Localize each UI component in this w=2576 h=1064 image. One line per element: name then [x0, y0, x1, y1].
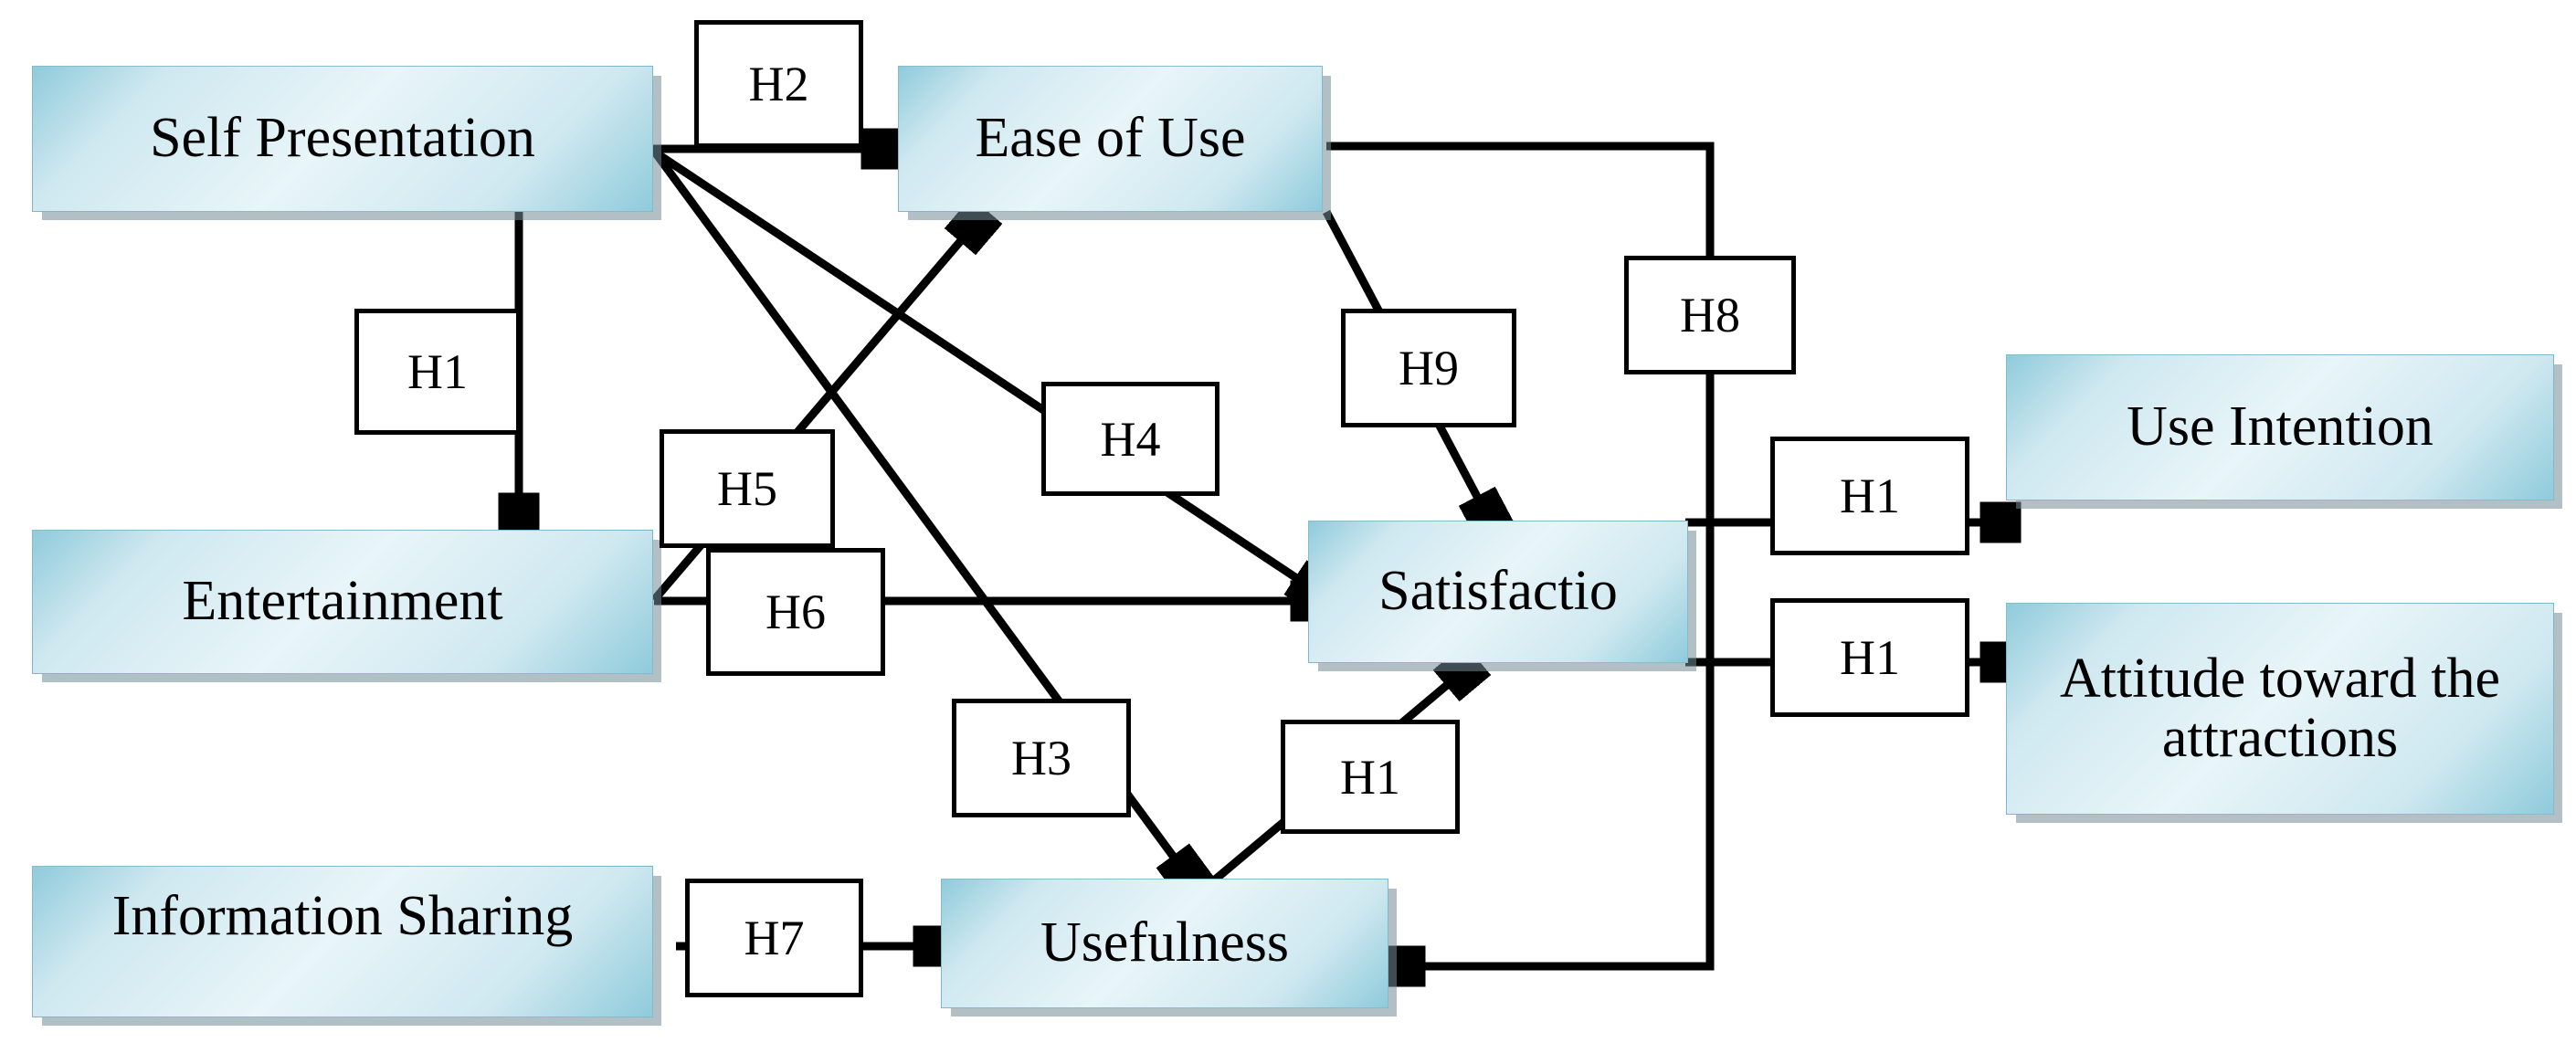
node-label-use-intention: Use Intention: [2127, 395, 2433, 458]
hypothesis-label-h2: H2: [748, 57, 809, 111]
hypothesis-label-h1-entertainment: H1: [407, 344, 468, 399]
node-ease-of-use[interactable]: Ease of Use: [898, 66, 1323, 212]
node-label-attitude: Attitude toward the attractions: [2059, 647, 2501, 769]
hypothesis-label-h1-usefulness-satisfaction: H1: [1340, 749, 1400, 805]
node-label-self-presentation: Self Presentation: [150, 107, 535, 170]
hypothesis-box-h8[interactable]: H8: [1624, 256, 1796, 374]
node-self-presentation[interactable]: Self Presentation: [32, 66, 653, 212]
hypothesis-box-h2[interactable]: H2: [694, 20, 863, 148]
hypothesis-label-h1-attitude: H1: [1840, 630, 1900, 685]
hypothesis-label-h8: H8: [1680, 288, 1740, 342]
node-label-information-sharing: Information Sharing: [111, 885, 574, 947]
hypothesis-label-h9: H9: [1399, 341, 1459, 395]
hypothesis-box-h5[interactable]: H5: [660, 429, 835, 548]
node-usefulness[interactable]: Usefulness: [941, 879, 1388, 1008]
hypothesis-label-h7: H7: [744, 911, 805, 965]
hypothesis-label-h1-use-intention: H1: [1840, 469, 1900, 523]
node-label-usefulness: Usefulness: [1040, 911, 1290, 974]
node-label-entertainment: Entertainment: [182, 570, 503, 633]
hypothesis-label-h5: H5: [717, 461, 777, 516]
hypothesis-label-h3: H3: [1011, 731, 1072, 785]
hypothesis-box-h1-attitude[interactable]: H1: [1770, 598, 1969, 717]
hypothesis-box-h1-entertainment[interactable]: H1: [354, 309, 521, 435]
hypothesis-box-h9[interactable]: H9: [1341, 309, 1516, 427]
node-entertainment[interactable]: Entertainment: [32, 530, 653, 674]
hypothesis-box-h3[interactable]: H3: [952, 699, 1131, 817]
edge-h4: [651, 148, 1320, 594]
hypothesis-box-h1-use-intention[interactable]: H1: [1770, 437, 1969, 555]
node-use-intention[interactable]: Use Intention: [2006, 354, 2554, 500]
node-information-sharing[interactable]: Information Sharing: [32, 866, 653, 1017]
node-label-ease-of-use: Ease of Use: [975, 107, 1246, 170]
node-satisfaction[interactable]: Satisfactio: [1308, 521, 1688, 663]
hypothesis-box-h7[interactable]: H7: [685, 879, 863, 997]
hypothesis-box-h4[interactable]: H4: [1041, 382, 1219, 496]
hypothesis-box-h1-usefulness-satisfaction[interactable]: H1: [1281, 720, 1460, 834]
hypothesis-label-h6: H6: [765, 585, 826, 639]
hypothesis-label-h4: H4: [1100, 411, 1161, 467]
edge-h8: [1326, 142, 1715, 966]
node-label-satisfaction: Satisfactio: [1378, 560, 1618, 623]
node-attitude-toward-the-attractions[interactable]: Attitude toward the attractions: [2006, 603, 2554, 815]
hypothesis-box-h6[interactable]: H6: [706, 548, 885, 676]
